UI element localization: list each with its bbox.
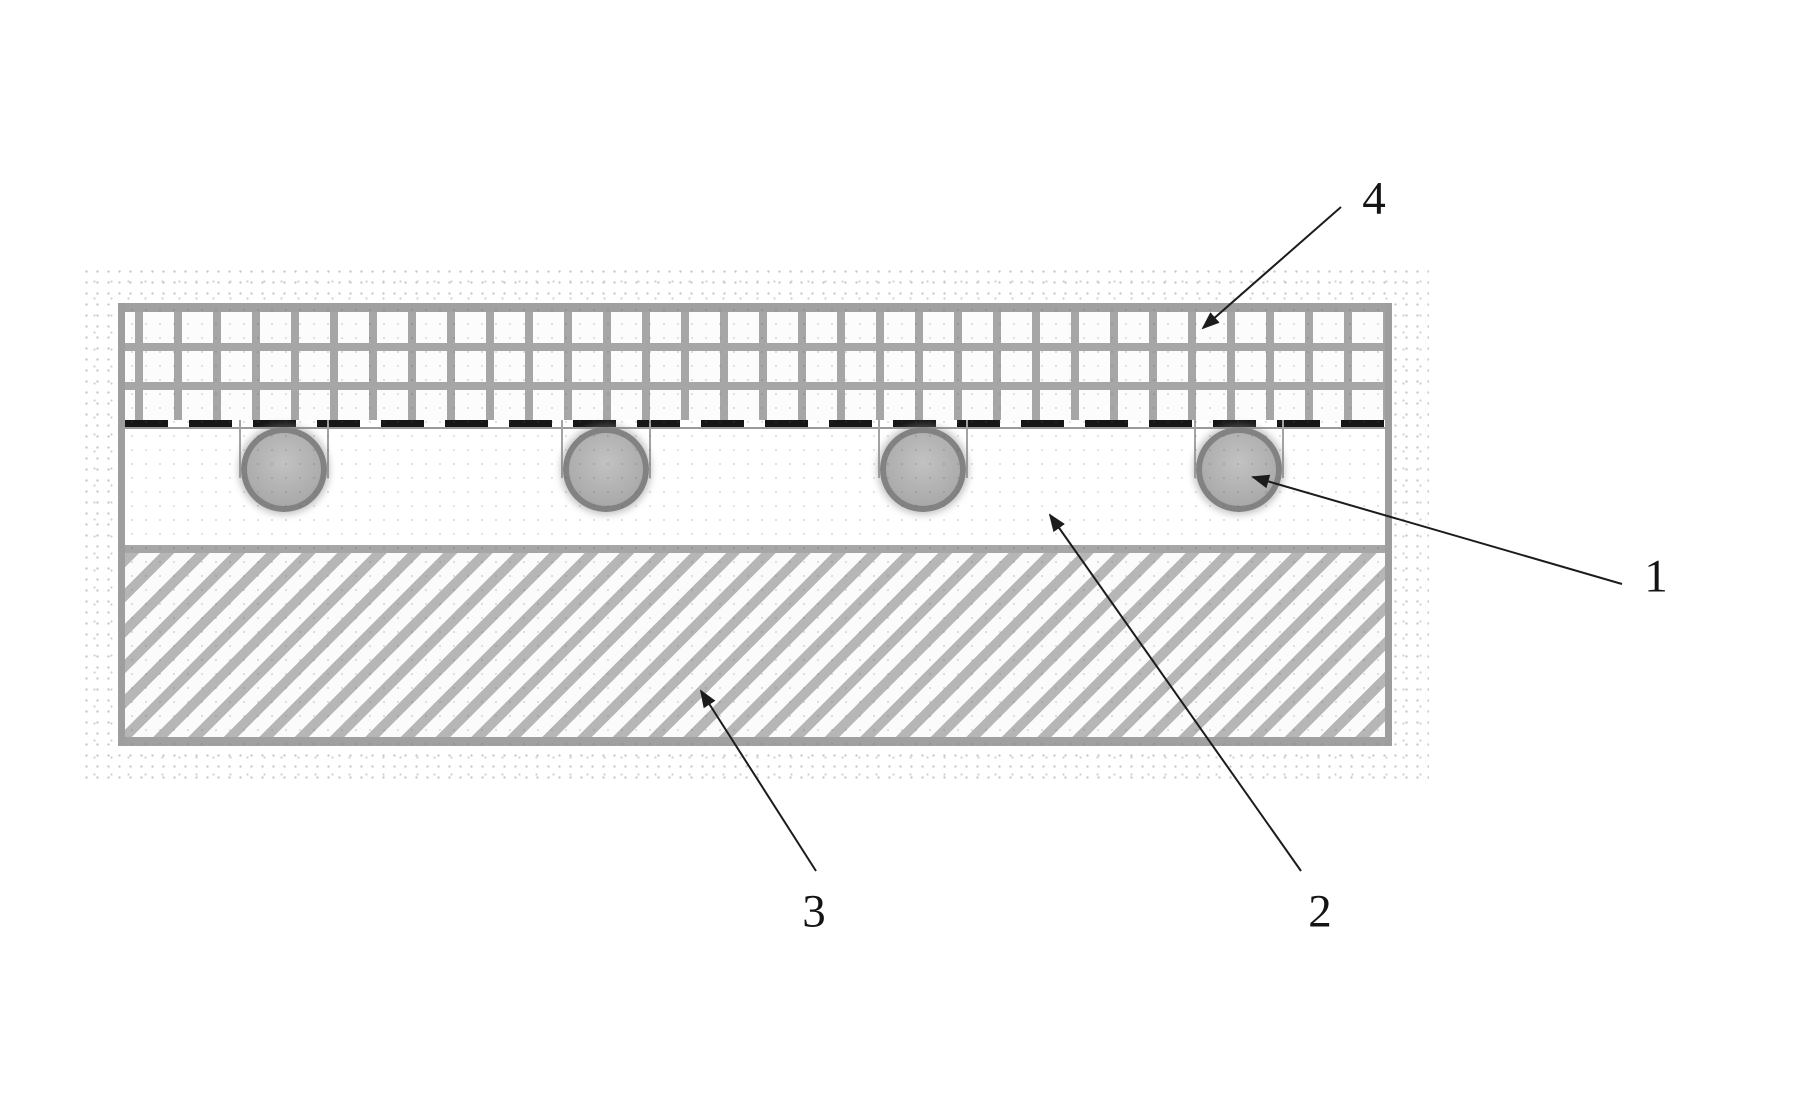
dashed-interface-line [125, 420, 1385, 427]
ball-socket [878, 420, 968, 478]
arrow-to-mesh-layer [1201, 206, 1342, 330]
middle-layer [125, 420, 1385, 545]
substrate-layer [125, 545, 1385, 746]
ball-socket [1194, 420, 1284, 478]
ball-socket [561, 420, 651, 478]
ball-4 [1196, 427, 1282, 512]
callout-label-4: 4 [1362, 172, 1386, 225]
callout-label-1: 1 [1644, 550, 1668, 603]
ball-socket [239, 420, 329, 478]
ball-3 [880, 427, 966, 512]
callout-label-2: 2 [1308, 885, 1332, 938]
arrow-to-substrate-layer [699, 689, 817, 872]
arrow-to-ball [1251, 474, 1623, 585]
mesh-layer [125, 303, 1385, 420]
layer-boundary-line [125, 427, 1385, 429]
callout-label-3: 3 [802, 885, 826, 938]
ball-2 [563, 427, 649, 512]
arrow-to-middle-layer [1048, 513, 1302, 872]
ball-1 [241, 427, 327, 512]
